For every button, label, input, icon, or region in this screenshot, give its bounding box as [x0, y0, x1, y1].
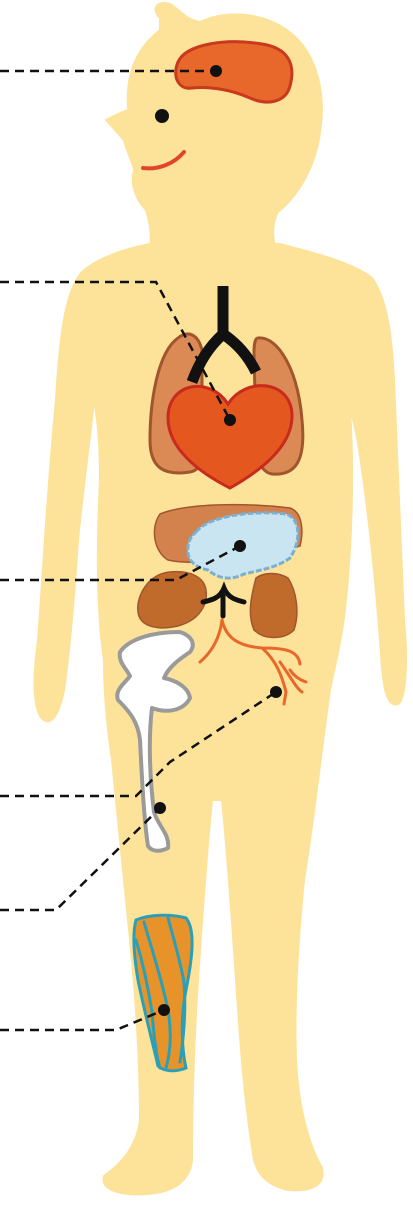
torso-and-legs [35, 244, 407, 1194]
callout-dot-brain [210, 65, 222, 77]
callout-dot-stomach [234, 540, 246, 552]
callout-dot-nerves [270, 686, 282, 698]
body-silhouette [35, 3, 407, 1194]
callout-dot-muscle [158, 1004, 170, 1016]
callout-dot-bone [154, 802, 166, 814]
callout-dot-heart [224, 414, 236, 426]
head-and-neck [106, 3, 322, 252]
right-kidney [250, 574, 297, 638]
eye [155, 109, 169, 123]
